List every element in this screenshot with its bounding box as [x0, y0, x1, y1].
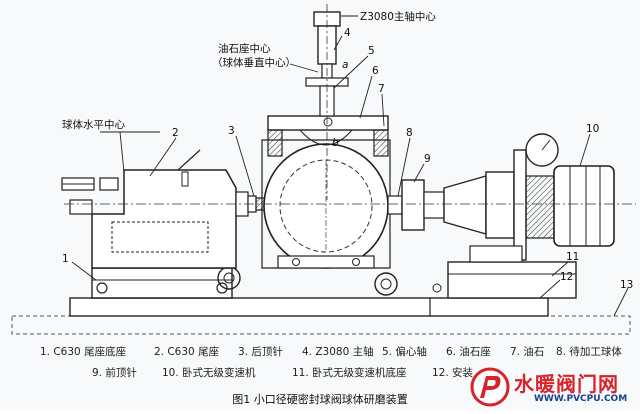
callout-2: 2 — [172, 127, 179, 139]
legend-item-3: 3. 后顶针 — [238, 346, 283, 358]
label-oilstone-center: 油石座中心 — [218, 42, 271, 55]
callout-9: 9 — [424, 153, 431, 165]
legend-item-8: 8. 待加工球体 — [556, 346, 622, 358]
callout-6: 6 — [372, 65, 379, 77]
legend-item-5: 5. 偏心轴 — [382, 346, 427, 358]
label-ball-vertical-center: （球体垂直中心） — [212, 56, 296, 69]
label-z3080-center: Z3080主轴中心 — [360, 10, 436, 23]
leader-lines — [71, 15, 629, 317]
callout-12: 12 — [560, 271, 573, 283]
oilstone-seat — [267, 115, 389, 157]
callout-13: 13 — [620, 279, 633, 291]
legend-item-10: 10. 卧式无级变速机 — [162, 367, 256, 379]
callout-1: 1 — [62, 253, 69, 265]
callout-8: 8 — [406, 127, 413, 139]
watermark-brand: 水暖阀门网 — [514, 372, 619, 396]
figure-caption: 图1 小口径硬密封球阀球体研磨装置 — [232, 393, 408, 406]
callout-7: 7 — [378, 83, 385, 95]
tailstock-body — [61, 149, 257, 269]
callout-4: 4 — [344, 27, 351, 39]
label-ball-horizontal-center: 球体水平中心 — [62, 118, 125, 131]
legend-item-4: 4. Z3080 主轴 — [302, 346, 374, 358]
callout-5: 5 — [368, 45, 375, 57]
legend-item-1: 1. C630 尾座底座 — [40, 346, 127, 358]
legend-item-7: 7. 油石 — [510, 346, 545, 358]
z3080-spindle — [305, 4, 349, 200]
variable-speed-motor — [485, 133, 615, 261]
legend-item-6: 6. 油石座 — [446, 346, 491, 358]
motor-base — [374, 245, 577, 299]
front-center — [387, 175, 487, 235]
site-watermark: 水暖阀门网 WWW.PVCPU.COM — [468, 366, 636, 408]
callout-3: 3 — [228, 125, 235, 137]
callout-11: 11 — [566, 251, 579, 263]
label-b: b — [332, 137, 339, 149]
legend-item-12: 12. 安装 — [432, 367, 474, 379]
workpiece-ball — [261, 139, 391, 269]
watermark-logo-icon — [470, 367, 510, 407]
floor-bed — [11, 297, 631, 335]
callout-10: 10 — [586, 123, 599, 135]
watermark-url: WWW.PVCPU.COM — [534, 394, 628, 404]
label-a: a — [342, 59, 348, 71]
legend-item-9: 9. 前顶针 — [92, 367, 137, 379]
legend-item-11: 11. 卧式无级变速机底座 — [292, 367, 407, 379]
legend-item-2: 2. C630 尾座 — [154, 346, 220, 358]
tailstock-base — [91, 266, 241, 299]
